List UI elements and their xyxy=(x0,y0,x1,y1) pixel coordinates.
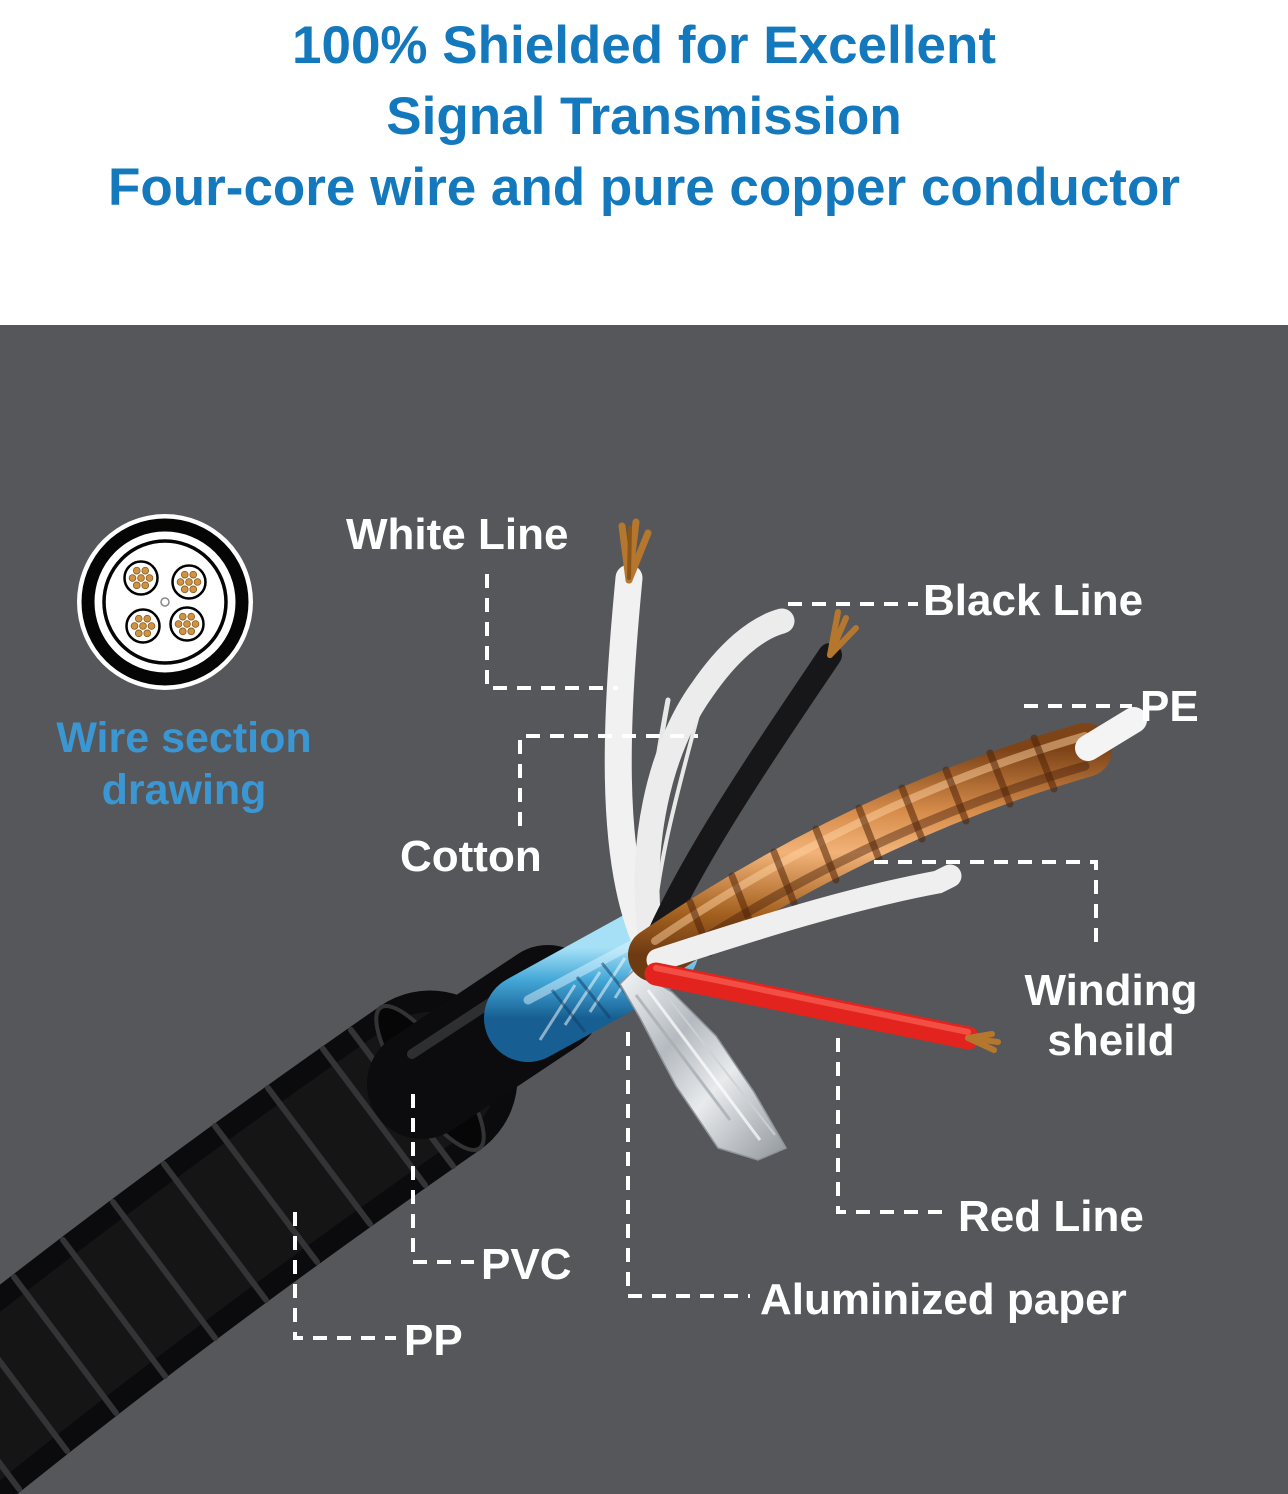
label-black-line: Black Line xyxy=(923,576,1144,625)
leader-winding-shield xyxy=(874,860,1098,950)
label-winding-shield-line2: sheild xyxy=(1047,1016,1175,1065)
red-line-copper-tip xyxy=(965,1031,1001,1053)
leader-lines xyxy=(293,574,1132,1340)
pe-core-tip xyxy=(1075,707,1147,761)
winding-coils xyxy=(686,734,1058,957)
cable-illustration xyxy=(0,514,1147,1494)
leader-aluminized-paper xyxy=(626,1032,750,1298)
label-red-line: Red Line xyxy=(958,1192,1144,1241)
aluminized-paper-foil xyxy=(619,969,788,1161)
title-line-2: Signal Transmission xyxy=(386,87,902,146)
white-wire-lower xyxy=(646,864,962,972)
wire-section-diagram xyxy=(77,514,253,690)
label-pe: PE xyxy=(1140,682,1199,731)
wire-section-caption-line2: drawing xyxy=(101,766,267,814)
leader-white-line xyxy=(485,574,618,690)
label-cotton: Cotton xyxy=(400,832,542,881)
wire-section-caption: Wire section drawing xyxy=(28,712,340,816)
title-line-3: Four-core wire and pure copper conductor xyxy=(108,158,1180,217)
label-winding-shield: Winding sheild xyxy=(1004,966,1218,1066)
leader-pvc xyxy=(411,1094,474,1264)
red-line-wire xyxy=(644,962,1001,1053)
white-wire-bent xyxy=(634,608,795,959)
leader-red-line xyxy=(836,1038,950,1214)
label-white-line: White Line xyxy=(346,510,569,559)
black-line-wire xyxy=(642,609,859,958)
label-pp: PP xyxy=(404,1316,463,1365)
white-line-wire xyxy=(604,518,660,956)
wire-section-caption-line1: Wire section xyxy=(56,714,312,762)
white-line-copper-tip xyxy=(618,518,652,584)
label-pvc: PVC xyxy=(481,1240,572,1289)
label-winding-shield-line1: Winding xyxy=(1024,966,1198,1015)
leader-pp xyxy=(293,1212,396,1340)
label-aluminized-paper: Aluminized paper xyxy=(760,1275,1127,1324)
title-line-1: 100% Shielded for Excellent xyxy=(292,16,996,75)
black-line-copper-tip xyxy=(827,609,859,658)
header: 100% Shielded for Excellent Signal Trans… xyxy=(0,0,1288,325)
leader-cotton xyxy=(518,734,698,826)
